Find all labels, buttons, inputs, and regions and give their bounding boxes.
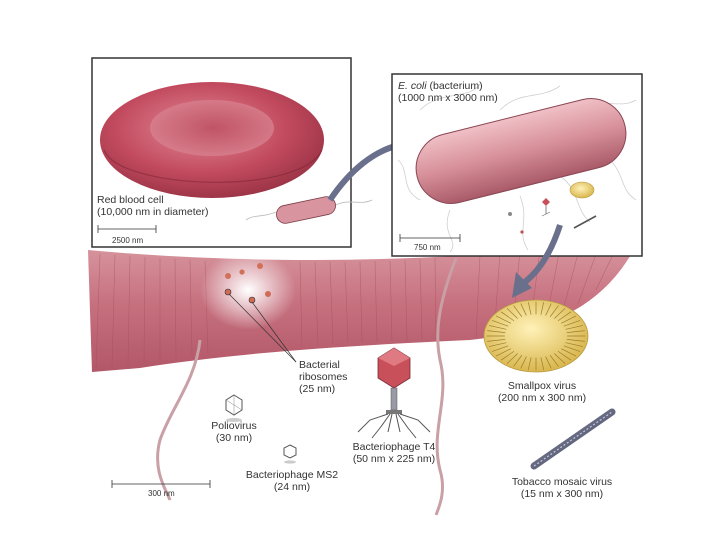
smallpox-spike xyxy=(520,303,527,316)
main-scale-label: 300 nm xyxy=(148,489,175,498)
smallpox-spike xyxy=(549,305,559,317)
smallpox-spike xyxy=(557,350,572,361)
smallpox-spike xyxy=(540,302,545,315)
ecoli-scale-label: 750 nm xyxy=(414,243,441,252)
smallpox-spike xyxy=(527,302,532,315)
smallpox-spike xyxy=(545,356,552,369)
tmv-label: Tobacco mosaic virus (15 nm x 300 nm) xyxy=(502,476,622,500)
smallpox-spike xyxy=(563,320,581,327)
ecoli-title: E. coli (bacterium) xyxy=(398,80,498,92)
ribosomes-line1: Bacterial xyxy=(299,359,340,371)
smallpox-spike xyxy=(506,308,518,319)
smallpox-spike xyxy=(527,357,532,370)
smallpox-spike xyxy=(566,339,585,342)
smallpox-spike xyxy=(545,303,552,316)
bacteriophage-t4 xyxy=(357,347,431,439)
flagellum xyxy=(156,339,202,501)
smallpox-spike xyxy=(557,311,572,322)
rbc-label: Red blood cell (10,000 nm in diameter) xyxy=(97,194,208,218)
smallpox-spike xyxy=(554,308,566,319)
ribosomes-label: Bacterial ribosomes (25 nm) xyxy=(299,359,347,395)
rbc-size: (10,000 nm in diameter) xyxy=(97,206,209,218)
ms2-label: Bacteriophage MS2 (24 nm) xyxy=(236,469,348,493)
flagellum xyxy=(434,257,458,516)
t4-small xyxy=(541,198,551,217)
rbc-panel xyxy=(91,57,373,248)
smallpox-small xyxy=(569,181,595,199)
smallpox-spike xyxy=(561,348,577,357)
rbc-title: Red blood cell xyxy=(97,194,164,206)
smallpox-line2: (200 nm x 300 nm) xyxy=(497,392,587,404)
smallpox-spike xyxy=(500,350,515,361)
smallpox-spike xyxy=(491,320,509,327)
main-scale-bar xyxy=(111,480,211,488)
rbc-scale-label: 2500 nm xyxy=(112,236,144,245)
smallpox-spike xyxy=(554,353,566,364)
t4-label: Bacteriophage T4 (50 nm x 225 nm) xyxy=(334,441,454,465)
bacterial-cell-wall xyxy=(88,238,640,372)
smallpox-spike xyxy=(487,339,506,342)
smallpox-spike xyxy=(565,325,584,330)
poliovirus-label: Poliovirus (30 nm) xyxy=(206,420,262,444)
smallpox-spike xyxy=(513,305,523,317)
smallpox-spike xyxy=(491,345,509,352)
tmv-line2: (15 nm x 300 nm) xyxy=(520,488,604,500)
ms2-line1: Bacteriophage MS2 xyxy=(245,469,339,481)
smallpox-spike xyxy=(561,315,577,324)
smallpox-spike xyxy=(487,330,506,333)
smallpox-spike xyxy=(500,311,515,322)
t4-line2: (50 nm x 225 nm) xyxy=(352,453,436,465)
ecoli-label: E. coli (bacterium) (1000 nm x 3000 nm) xyxy=(398,80,498,104)
zoom-arrow-2-head xyxy=(512,272,532,298)
smallpox-spike xyxy=(563,345,581,352)
smallpox-spike xyxy=(565,342,584,347)
ecoli-size: (1000 nm x 3000 nm) xyxy=(398,92,498,104)
poliovirus-line1: Poliovirus xyxy=(211,420,257,432)
smallpox-spike xyxy=(495,315,511,324)
ecoli-large xyxy=(415,98,627,204)
bacterial-ribosomes xyxy=(224,263,297,363)
smallpox-virus xyxy=(483,299,589,373)
ecoli-small xyxy=(276,196,336,224)
smallpox-line1: Smallpox virus xyxy=(507,380,577,392)
smallpox-spike xyxy=(488,342,507,347)
smallpox-label: Smallpox virus (200 nm x 300 nm) xyxy=(486,380,598,404)
ribosomes-line2: ribosomes xyxy=(299,371,348,383)
zoom-arrow-2 xyxy=(523,224,563,285)
bacteriophage-ms2 xyxy=(283,444,297,464)
poliovirus-line2: (30 nm) xyxy=(215,432,253,444)
t4-line1: Bacteriophage T4 xyxy=(352,441,436,453)
ecoli-title-species: E. coli xyxy=(398,80,427,92)
tobacco-mosaic-virus xyxy=(530,408,616,470)
smallpox-spike xyxy=(488,325,507,330)
smallpox-spike xyxy=(513,355,523,367)
smallpox-spike xyxy=(506,353,518,364)
ecoli-title-rest: (bacterium) xyxy=(426,80,483,92)
ecoli-panel xyxy=(391,73,643,257)
ribosomes-line3: (25 nm) xyxy=(299,383,336,395)
smallpox-spike xyxy=(495,348,511,357)
smallpox-spike xyxy=(520,356,527,369)
smallpox-spike xyxy=(540,357,545,370)
tmv-line1: Tobacco mosaic virus xyxy=(511,476,613,488)
poliovirus xyxy=(225,394,243,422)
ms2-line2: (24 nm) xyxy=(273,481,311,493)
smallpox-spike xyxy=(549,355,559,367)
smallpox-spike xyxy=(566,330,585,333)
